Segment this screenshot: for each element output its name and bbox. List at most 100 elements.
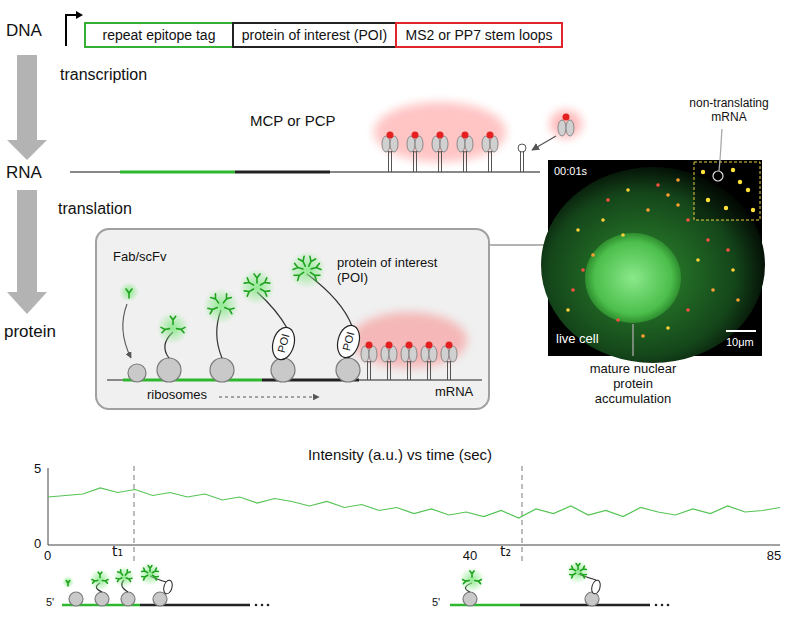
mrna-spot: [601, 218, 605, 222]
illustration-group: [48, 114, 780, 607]
red-fluorophore: [366, 342, 373, 349]
mrna-spot: [676, 203, 680, 207]
coat-protein: [361, 346, 369, 362]
step-label: translation: [58, 200, 132, 218]
poi-ellipse: POI: [267, 324, 298, 364]
antibody-fragment: [148, 566, 152, 572]
antibody-fragment: [579, 572, 586, 578]
ellipsis-dot: [261, 604, 264, 607]
end-label: 5': [46, 596, 54, 609]
mrna-spot: [591, 253, 595, 257]
green-glow: [203, 288, 239, 324]
coat-protein: [369, 346, 377, 362]
antibody-fragment: [142, 568, 149, 574]
green-glow: [119, 282, 139, 302]
mrna-spot: [686, 308, 690, 312]
mrna-spot: [731, 168, 735, 172]
antibody-fragment: [293, 263, 304, 272]
mrna-spot: [686, 218, 690, 222]
antibody-fragment: [102, 579, 108, 583]
translation-panel: Fab/scFvprotein of interest (POI)ribosom…: [95, 228, 490, 410]
direction-arrow: [219, 396, 319, 397]
antibody-fragment: [579, 566, 586, 572]
antibody-fragment: [176, 326, 185, 333]
intensity-trace: [48, 488, 780, 518]
poi-shape: [269, 325, 298, 362]
time-marker: [133, 466, 134, 562]
antibody-fragment: [142, 574, 149, 580]
end-label: 5': [432, 596, 440, 609]
green-glow: [288, 251, 326, 289]
antibody-fragment: [208, 305, 219, 314]
rna-strand: [70, 171, 120, 173]
coat-protein: [482, 136, 490, 152]
stem: [439, 152, 442, 172]
mrna-strand: [359, 379, 482, 381]
mrna-spot: [724, 206, 728, 210]
antibody-fragment: [310, 263, 321, 272]
green-glow: [113, 566, 135, 588]
construct-label: repeat epitope tag: [103, 27, 216, 43]
ribosome: [69, 592, 83, 606]
coat-protein: [389, 346, 397, 362]
mrna-spot: [751, 208, 755, 212]
coat-protein: [381, 346, 389, 362]
antibody-fragment: [259, 278, 270, 288]
flow-arrow: [7, 190, 47, 314]
stem: [428, 362, 431, 380]
antibody-fragment: [298, 256, 308, 267]
mrna-spot: [616, 318, 620, 322]
antibody-fragment: [66, 581, 70, 586]
mrna-spot: [666, 326, 670, 330]
protein-label: MCP or PCP: [250, 112, 336, 129]
axis-tick: 40: [463, 549, 477, 564]
antibody-fragment: [221, 294, 231, 305]
stem: [448, 362, 451, 380]
ribosome: [336, 358, 360, 382]
ribosome: [128, 364, 146, 382]
coat-protein: [558, 120, 566, 136]
mrna-spot: [706, 238, 710, 242]
mrna-spot: [711, 288, 715, 292]
leader-line: [719, 160, 720, 171]
ribosome: [95, 592, 109, 606]
image-label: 00:01s: [554, 165, 587, 178]
panel-label: mRNA: [435, 385, 473, 400]
stage-label: RNA: [6, 163, 42, 183]
coat-protein: [407, 136, 415, 152]
green-glow: [89, 569, 111, 591]
antibody-fragment: [570, 566, 577, 572]
green-glow: [459, 567, 484, 592]
coat-protein: [432, 136, 440, 152]
antibody-fragment: [170, 316, 175, 324]
antibody-fragment: [92, 579, 98, 583]
red-glow: [550, 110, 582, 138]
leader-line: [632, 324, 633, 356]
antibody-fragment: [474, 578, 481, 583]
ribosome: [121, 592, 135, 606]
mrna-spot: [581, 268, 585, 272]
mrna-spot: [706, 198, 710, 202]
coat-protein: [465, 136, 473, 152]
binding-arrow: [123, 304, 131, 358]
stem: [521, 152, 524, 172]
green-glow: [157, 312, 189, 344]
scale-bar: [726, 330, 756, 332]
antibody-fragment: [294, 270, 305, 281]
ellipsis-dot: [667, 604, 670, 607]
antibody-fragment: [126, 289, 132, 298]
mrna-spot: [696, 258, 700, 262]
mrna-spot: [656, 183, 660, 187]
axis-tick: 85: [767, 549, 781, 564]
stem: [368, 362, 371, 380]
stem-loop: [518, 144, 526, 152]
poi-shape: [590, 579, 601, 595]
coat-protein: [441, 346, 449, 362]
mrna-spot: [676, 178, 680, 182]
red-fluorophore: [563, 114, 570, 121]
ribosome: [210, 358, 234, 382]
step-label: transcription: [60, 66, 147, 84]
mrna-poi-region: [520, 604, 650, 607]
mrna-spot: [701, 170, 705, 174]
construct-box: MS2 or PP7 stem loops: [395, 22, 563, 48]
